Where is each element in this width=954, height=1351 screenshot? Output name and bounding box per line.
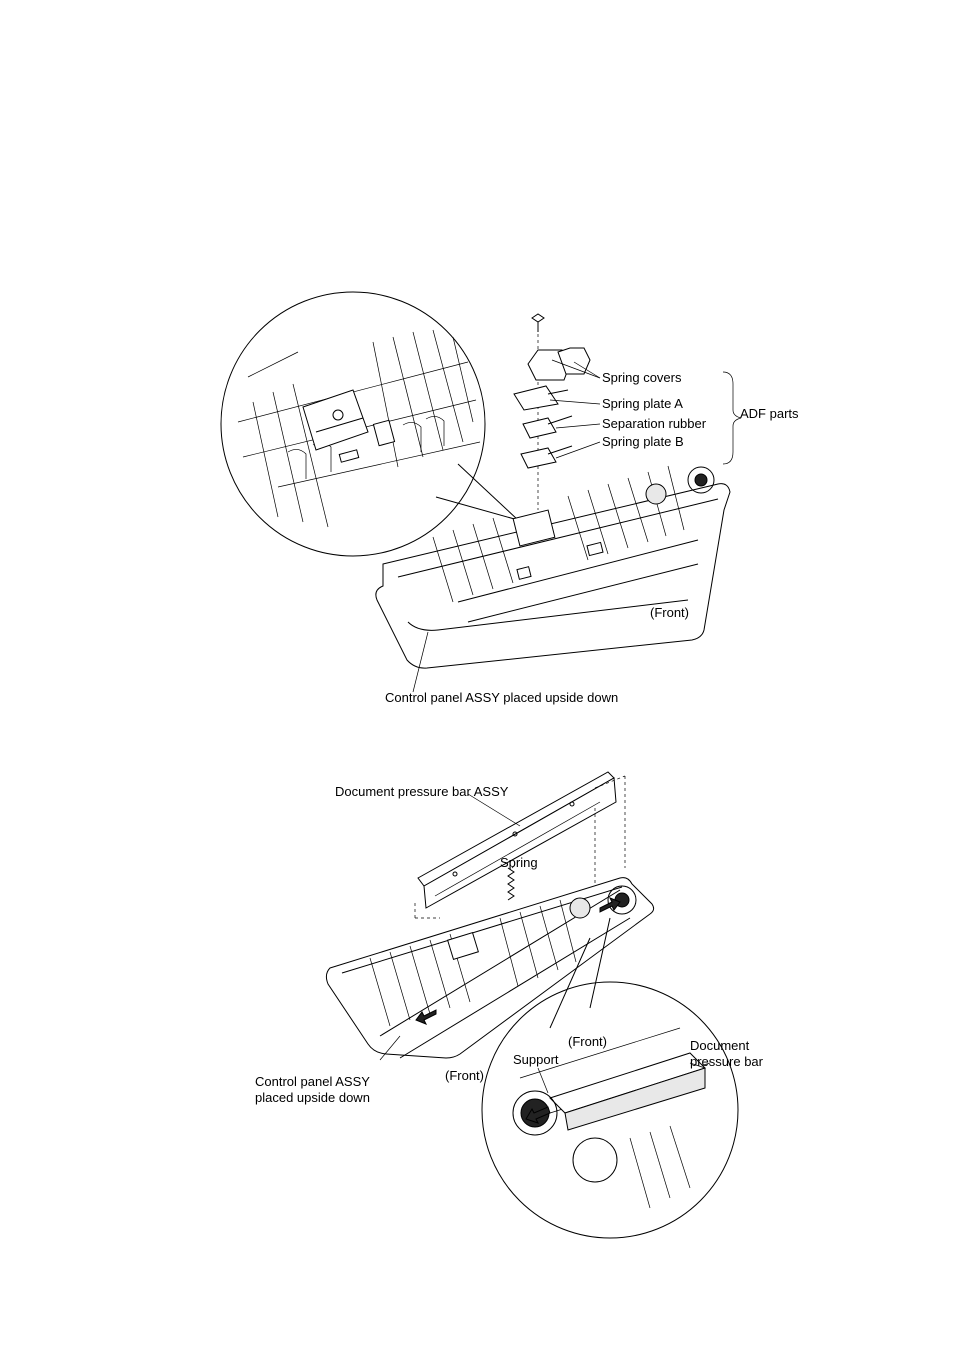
control-panel-assy-drawing (375, 465, 731, 693)
support-label: Support (513, 1052, 559, 1067)
callout-leaders (549, 359, 742, 465)
support-detail-circle (481, 917, 739, 1239)
pressure-bar-drawing: Document pressure bar ASSY Spring Contro (255, 771, 764, 1239)
front-label: (Front) (650, 605, 689, 620)
front-label-main: (Front) (445, 1068, 484, 1083)
separation-rubber-part (522, 415, 573, 439)
control-panel-upside-down-label: Control panel ASSY placed upside down (385, 690, 618, 705)
control-panel-assy-drawing-2 (325, 877, 655, 1059)
spring-plate-a-label: Spring plate A (602, 396, 683, 411)
document-pressure-bar-figure: Document pressure bar ASSY Spring Contro (250, 768, 780, 1239)
document-pressure-bar-assy-label: Document pressure bar ASSY (335, 784, 509, 799)
spring-plate-b-part (520, 445, 573, 469)
detail-magnifier-circle (220, 291, 519, 557)
adf-parts-drawing: Spring covers Spring plate A Separation … (220, 291, 799, 705)
document-pressure-bar-label-line2: pressure bar (690, 1054, 764, 1069)
separation-rubber-label: Separation rubber (602, 416, 707, 431)
document-pressure-bar-label-line1: Document (690, 1038, 750, 1053)
document-pressure-bar-assy-part (414, 771, 626, 919)
front-label-detail: (Front) (568, 1034, 607, 1049)
spring-covers-part (527, 347, 591, 381)
adf-parts-exploded-figure: Spring covers Spring plate A Separation … (218, 282, 799, 712)
spring-plate-b-label: Spring plate B (602, 434, 684, 449)
screw-icon (531, 313, 545, 510)
control-panel-label-line2: placed upside down (255, 1090, 370, 1105)
spring-covers-label: Spring covers (602, 370, 682, 385)
adf-parts-label: ADF parts (740, 406, 799, 421)
control-panel-label-line1: Control panel ASSY (255, 1074, 370, 1089)
spring-label: Spring (500, 855, 538, 870)
spring-plate-a-part (513, 385, 569, 411)
spring-icon (507, 865, 515, 901)
